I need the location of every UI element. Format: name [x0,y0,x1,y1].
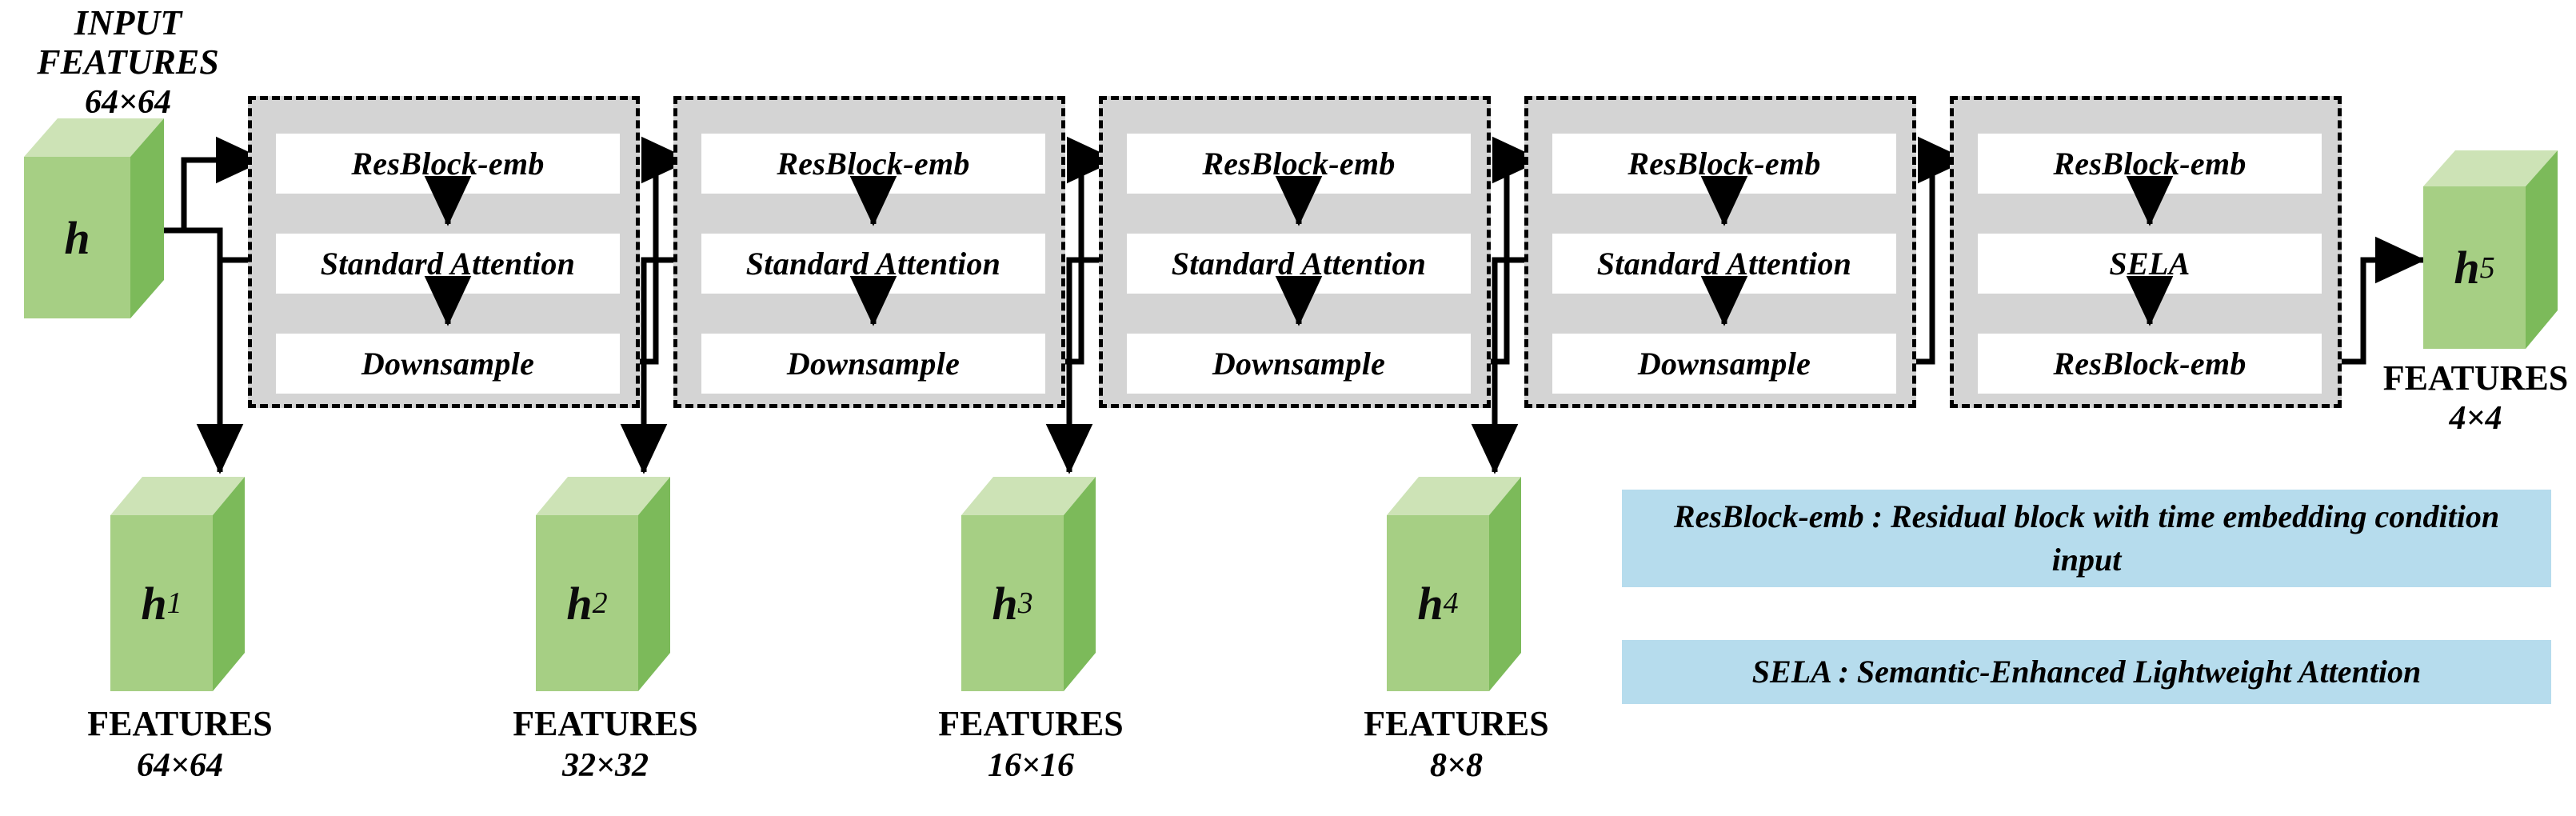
stage-block-3: ResBlock-emb Standard Attention Downsamp… [1099,96,1491,408]
stage-1-op-0[interactable]: ResBlock-emb [276,134,620,194]
stage-1-op-1[interactable]: Standard Attention [276,234,620,294]
input-feature-cube: h [24,118,164,318]
stage-3-op-2[interactable]: Downsample [1127,334,1471,394]
stage-1-internal-arrows [424,175,472,326]
input-features-dims: 64×64 [85,84,171,121]
stage-2-op-2[interactable]: Downsample [701,334,1045,394]
stage-4-op-2[interactable]: Downsample [1552,334,1896,394]
output-h5-caption: FEATURES [2382,358,2569,398]
input-title-line2: FEATURES [37,42,219,82]
stage-block-5: ResBlock-emb SELA ResBlock-emb [1950,96,2342,408]
stage-5-op-0[interactable]: ResBlock-emb [1978,134,2322,194]
stage-4-op-0[interactable]: ResBlock-emb [1552,134,1896,194]
stage-1-op-2[interactable]: Downsample [276,334,620,394]
stage-block-1: ResBlock-emb Standard Attention Downsamp… [248,96,640,408]
stage-2-internal-arrows [849,175,897,326]
stage-2-op-1[interactable]: Standard Attention [701,234,1045,294]
output-h5-dims: 4×4 [2449,400,2502,437]
legend-resblock-emb: ResBlock-emb : Residual block with time … [1622,490,2551,587]
input-title-line1: INPUT [74,3,182,42]
stage-5-internal-arrows [2126,175,2174,326]
stage-3-internal-arrows [1275,175,1323,326]
output-h4-caption: FEATURES [1364,704,1549,743]
output-h2-caption: FEATURES [513,704,698,743]
stage-4-internal-arrows [1700,175,1748,326]
stage-block-2: ResBlock-emb Standard Attention Downsamp… [673,96,1065,408]
output-h3-dims: 16×16 [988,747,1074,784]
stage-5-op-2[interactable]: ResBlock-emb [1978,334,2322,394]
output-h1-dims: 64×64 [137,747,223,784]
legend-sela: SELA : Semantic-Enhanced Lightweight Att… [1622,640,2551,704]
input-features-title: INPUT FEATURES [24,3,232,82]
output-h3-caption: FEATURES [938,704,1124,743]
output-h2-dims: 32×32 [562,747,649,784]
output-h4-dims: 8×8 [1430,747,1483,784]
stage-block-4: ResBlock-emb Standard Attention Downsamp… [1524,96,1916,408]
output-h1-caption: FEATURES [87,704,273,743]
